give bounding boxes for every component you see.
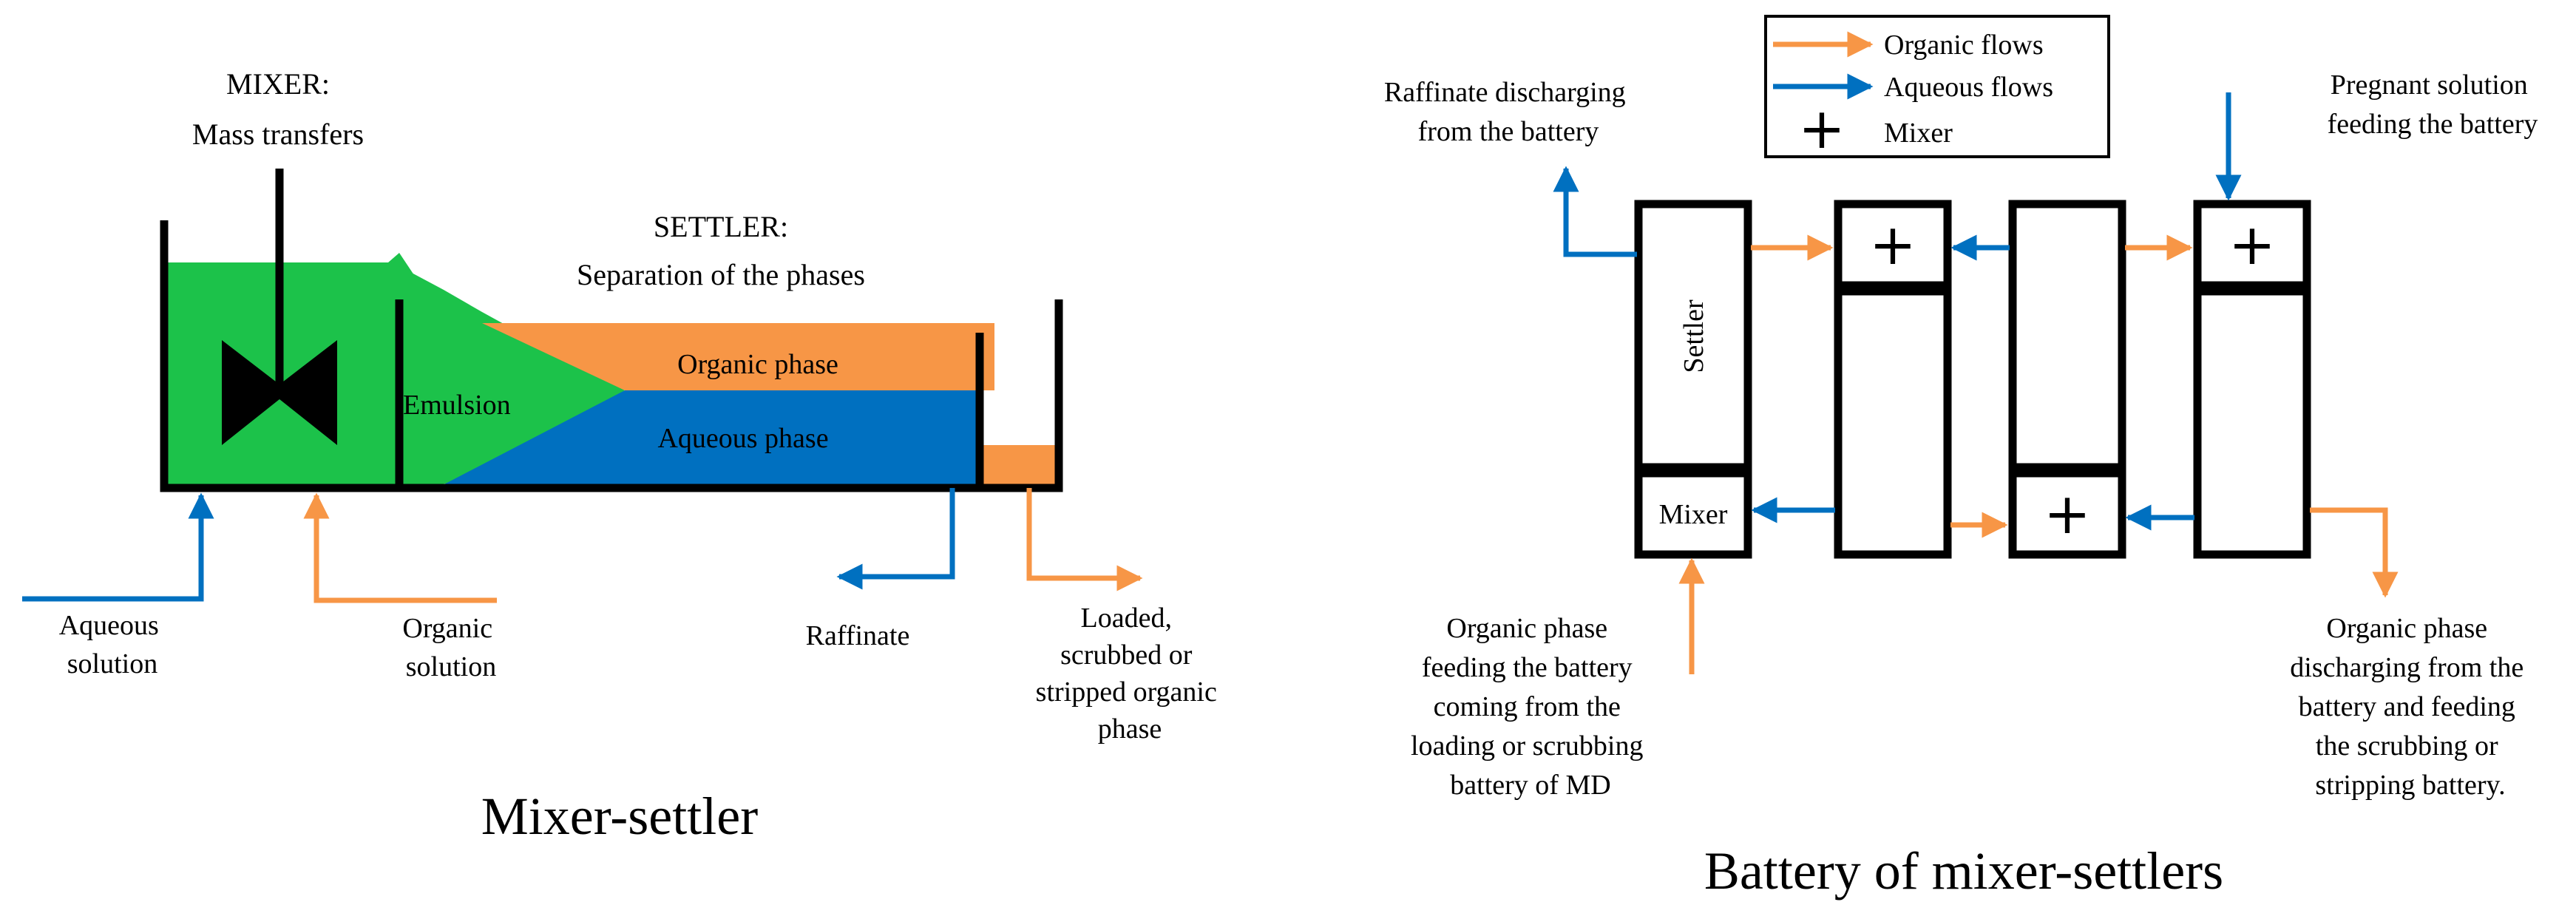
organic-feed-arrow [303, 492, 497, 603]
aqueous-phase-label: Aqueous phase [657, 423, 828, 454]
mixer-settler-diagram: MIXER: Mass transfers SETTLER: Separatio… [22, 67, 1224, 846]
organic-phase-region [482, 323, 994, 390]
battery-caption: Battery of mixer-settlers [1704, 841, 2223, 901]
outlet-chamber [983, 445, 1059, 486]
battery-diagram: Organic flows Aqueous flows + Mixer Sett… [1384, 15, 2538, 901]
unit3-mixer-symbol: + [2044, 481, 2091, 546]
raffinate-arrow [836, 488, 955, 590]
organic-solution-label: Organic solution [402, 613, 499, 682]
unit1-settler [1634, 200, 1752, 472]
organic-feed-label: Organic phase feeding the battery coming… [1411, 613, 1650, 801]
organic-phase-label: Organic phase [677, 349, 838, 380]
pregnant-solution-label: Pregnant solution feeding the battery [2328, 69, 2538, 140]
unit1-mixer [1634, 469, 1752, 559]
settler-title: SETTLER: [654, 210, 788, 243]
unit1-settler-label: Settler [1678, 299, 1709, 373]
unit2-mixer [1834, 200, 1952, 290]
organic-discharge-label: Organic phase discharging from the batte… [2290, 613, 2530, 801]
legend: Organic flows Aqueous flows + Mixer [1764, 15, 2110, 161]
legend-aqueous-label: Aqueous flows [1884, 72, 2053, 103]
mixer-liquid [167, 253, 414, 486]
legend-mixer-label: Mixer [1884, 118, 1953, 149]
agitator-impeller-icon [222, 340, 337, 445]
aqueous-phase-region [440, 390, 976, 486]
raffinate-discharge-arrow [1553, 166, 1637, 257]
mixer-settler-caption: Mixer-settler [481, 787, 758, 846]
legend-organic-label: Organic flows [1884, 30, 2044, 61]
unit2-mixer-symbol: + [1869, 211, 1916, 277]
unit4-mixer [2193, 200, 2311, 290]
mixer-subtitle: Mass transfers [192, 118, 364, 151]
settler-subtitle: Separation of the phases [577, 258, 865, 291]
raffinate-discharging-label: Raffinate discharging from the battery [1384, 77, 1633, 147]
unit4-mixer-symbol: + [2228, 211, 2276, 277]
unit1-mixer-label: Mixer [1659, 499, 1728, 530]
loaded-phase-arrow [1026, 488, 1143, 591]
emulsion-label: Emulsion [403, 390, 511, 421]
legend-mixer-symbol: + [1798, 95, 1845, 161]
organic-discharge-arrow [2310, 507, 2399, 598]
emulsion-region [399, 266, 625, 486]
settler-tank-wall [399, 299, 1063, 492]
aqueous-solution-label: Aqueous solution [59, 610, 166, 679]
loaded-phase-label: Loaded, scrubbed or stripped organic pha… [1036, 603, 1224, 745]
aqueous-feed-arrow [22, 492, 214, 602]
unit2-settler [1834, 287, 1952, 559]
unit4-settler [2193, 287, 2311, 559]
unit3-mixer [2008, 469, 2126, 559]
raffinate-label: Raffinate [806, 620, 910, 651]
unit3-settler [2008, 200, 2126, 472]
mixer-title: MIXER: [226, 67, 330, 101]
